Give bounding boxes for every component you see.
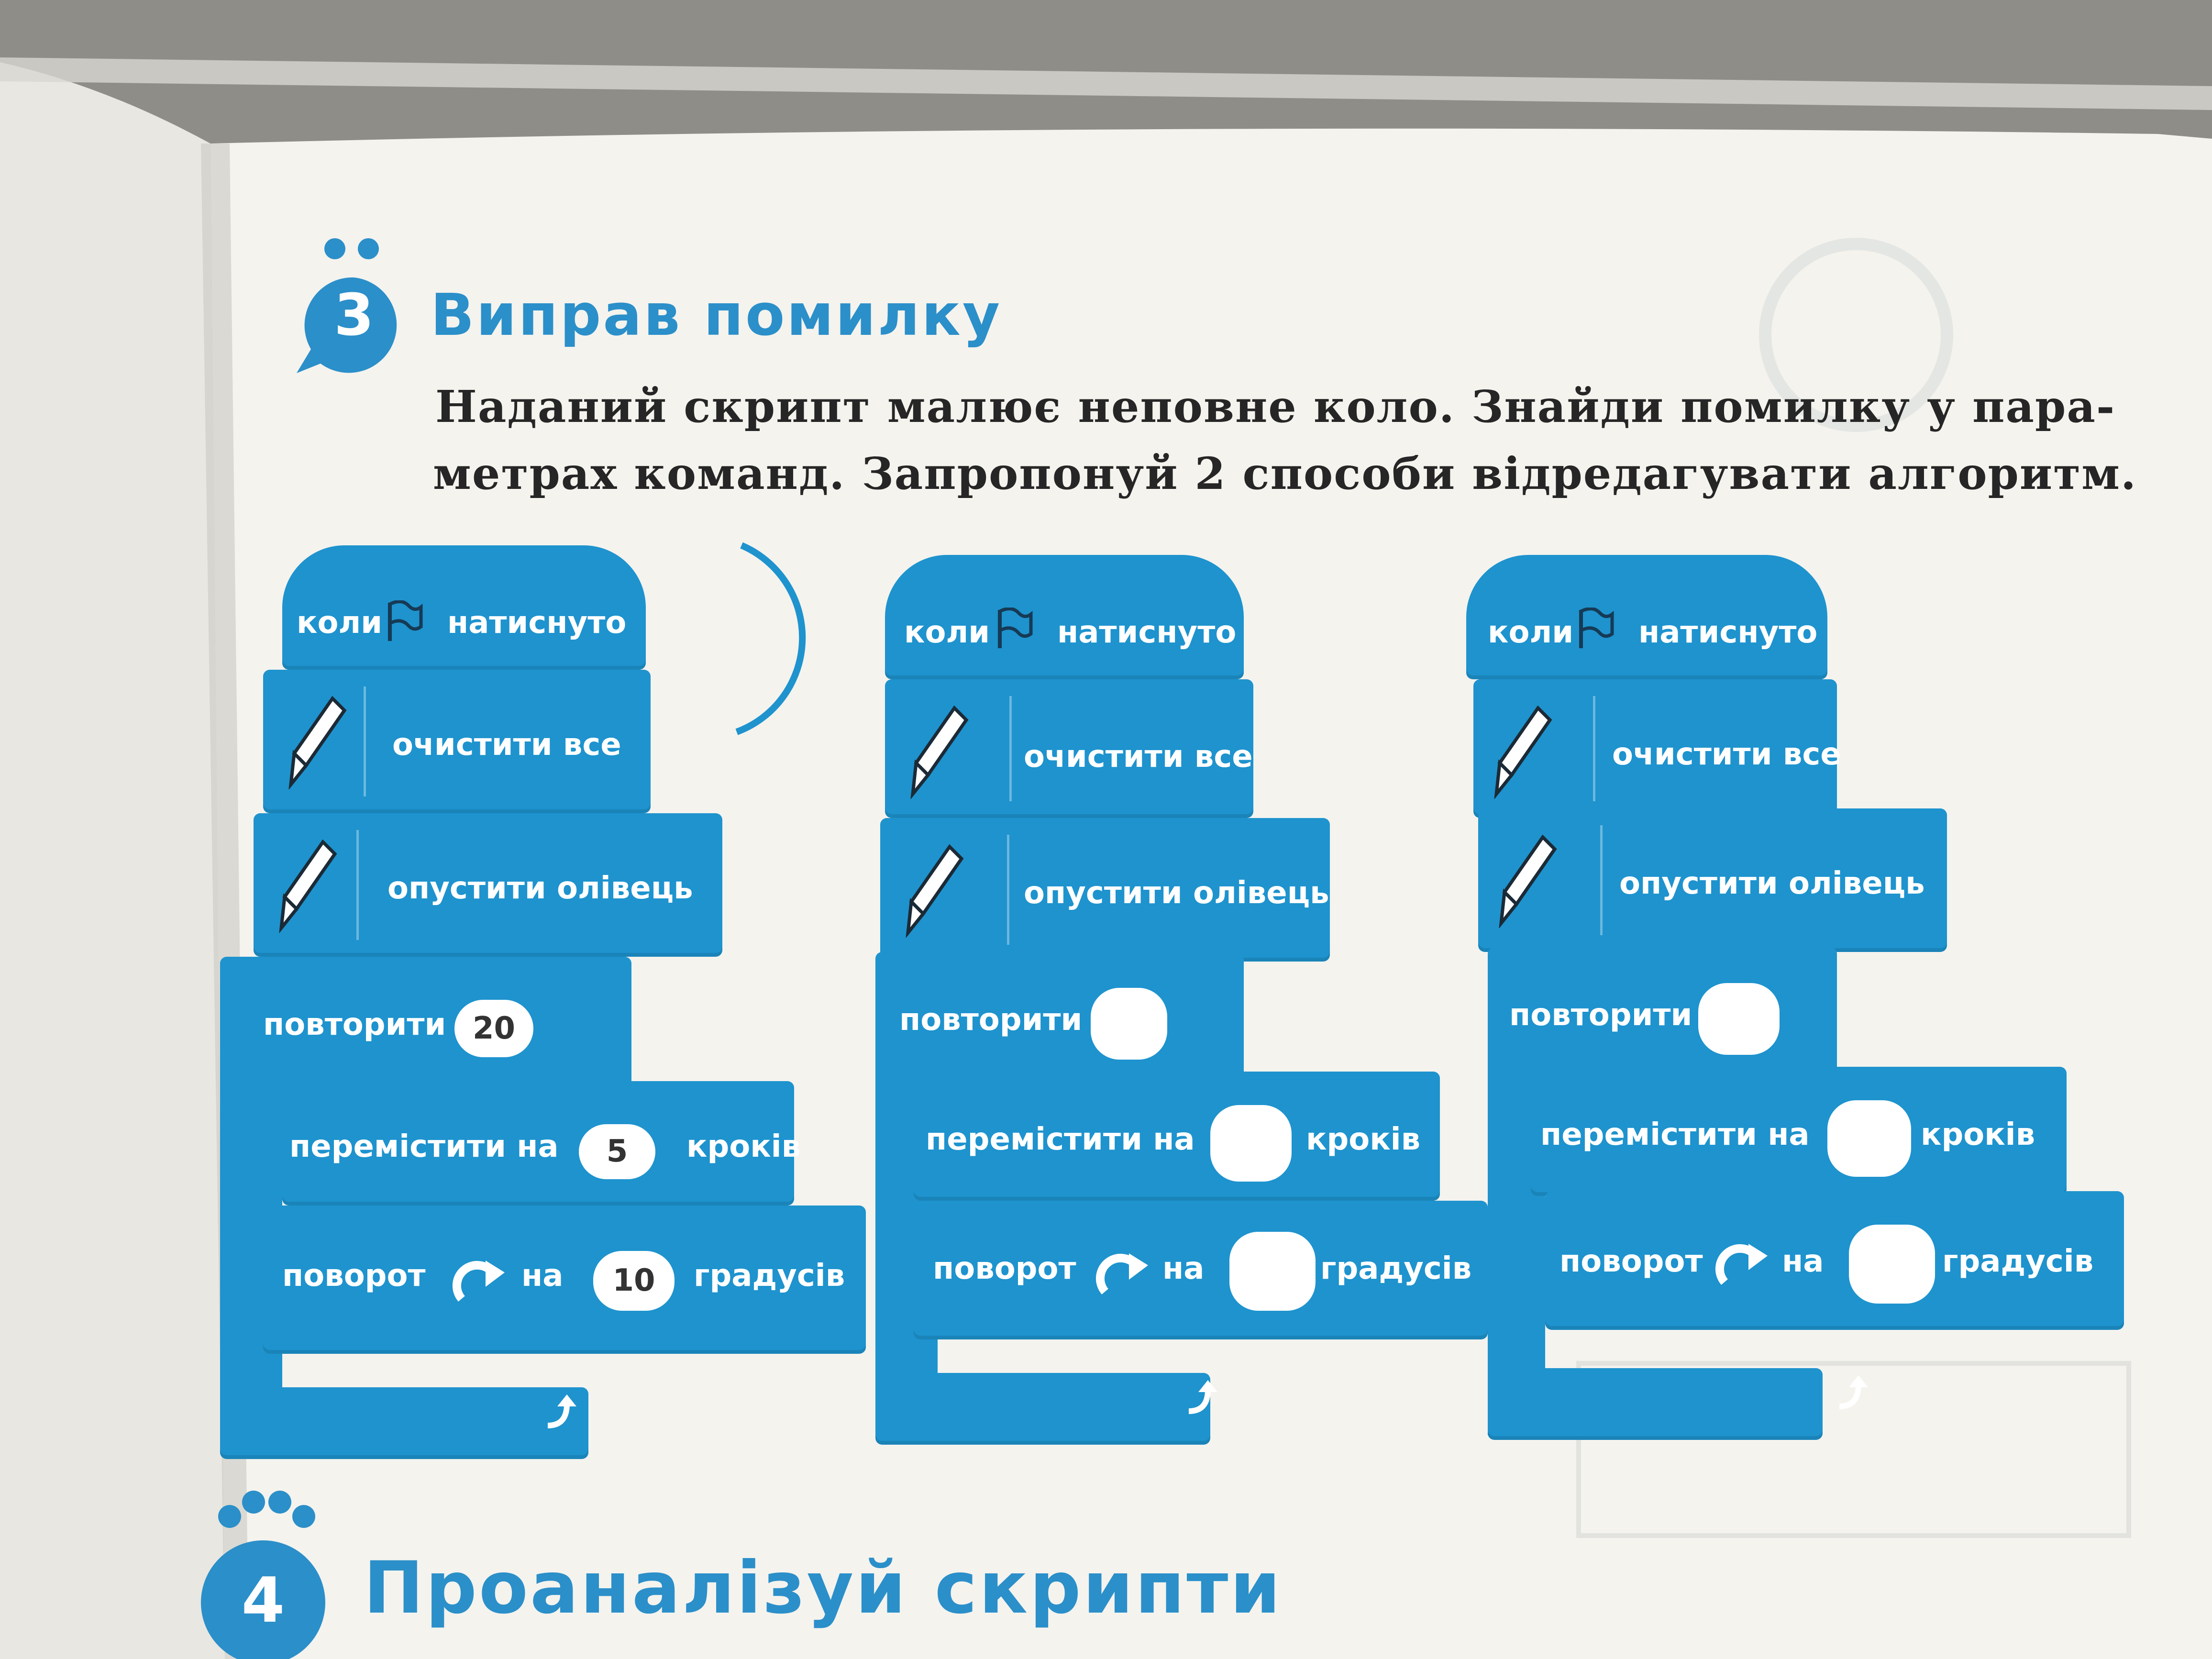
- green-flag-icon: [998, 608, 1033, 648]
- clear-block[interactable]: [263, 670, 651, 813]
- section-4-badge: [201, 1491, 325, 1659]
- hat-block[interactable]: [1466, 555, 1827, 679]
- pen-down-label: опустити олівець: [1024, 875, 1329, 911]
- repeat-block[interactable]: [220, 957, 631, 1100]
- pen-icon: [279, 839, 337, 933]
- task-3-text-line-1: Наданий скрипт малює неповне коло. Знайд…: [435, 381, 2116, 432]
- repeat-block-bottom: [875, 1373, 1210, 1445]
- pen-separator: [364, 686, 366, 796]
- pen-icon: [288, 696, 347, 789]
- hat-label-after: натиснуто: [447, 605, 627, 641]
- repeat-count-input[interactable]: 20: [454, 1000, 533, 1057]
- turn-label-before: поворот: [933, 1251, 1076, 1286]
- repeat-count-input[interactable]: [1698, 983, 1780, 1055]
- section-4-number: 4: [241, 1564, 285, 1637]
- move-label-before: перемістити на: [289, 1129, 559, 1164]
- repeat-label: повторити: [263, 1007, 446, 1042]
- hat-block[interactable]: [885, 555, 1244, 679]
- loop-arrow-icon: [547, 1394, 576, 1428]
- move-steps-input[interactable]: 5: [579, 1124, 655, 1179]
- left-page: [0, 62, 225, 1659]
- repeat-label: повторити: [899, 1002, 1083, 1038]
- move-block[interactable]: [914, 1072, 1440, 1201]
- bleed-through-circle: [1759, 238, 1953, 432]
- repeat-block-bottom: [1488, 1368, 1823, 1440]
- turn-degrees-input[interactable]: [1229, 1232, 1316, 1311]
- turn-block[interactable]: [914, 1201, 1488, 1339]
- pen-icon: [906, 844, 964, 938]
- pen-separator: [1009, 696, 1012, 801]
- pen-separator: [1007, 835, 1009, 945]
- turn-label-before: поворот: [282, 1258, 426, 1294]
- pen-icon: [1499, 834, 1557, 928]
- turn-label-before: поворот: [1559, 1244, 1703, 1279]
- move-label-before: перемістити на: [1540, 1117, 1810, 1152]
- loop-arrow-icon: [1839, 1375, 1868, 1409]
- turn-label-after: градусів: [1320, 1251, 1472, 1286]
- turn-label-after: градусів: [1942, 1244, 2094, 1279]
- green-flag-icon: [388, 600, 423, 641]
- turn-label-middle: на: [1162, 1251, 1205, 1286]
- clear-block[interactable]: [1473, 679, 1837, 818]
- hat-block[interactable]: [282, 545, 646, 670]
- move-label-after: кроків: [686, 1129, 801, 1164]
- pen-separator: [1600, 825, 1603, 935]
- repeat-block-bottom: [220, 1387, 588, 1459]
- turn-block[interactable]: [263, 1206, 866, 1354]
- hat-label-after: натиснуто: [1638, 615, 1818, 650]
- section-3-title: Виправ помилку: [431, 282, 1002, 349]
- script-3: коли натиснуто очистити все опустити олі…: [1454, 512, 2134, 1449]
- loop-arrow-icon: [1188, 1380, 1217, 1414]
- pen-separator: [1593, 696, 1595, 801]
- move-block[interactable]: [282, 1081, 794, 1206]
- turn-right-icon: [1095, 1253, 1148, 1294]
- section-3-number: 3: [334, 282, 374, 349]
- incomplete-circle-drawing: [735, 542, 806, 735]
- repeat-count-input[interactable]: [1091, 988, 1167, 1060]
- pen-separator: [356, 830, 359, 940]
- script-1: коли натиснуто очистити все опустити олі…: [210, 507, 880, 1459]
- turn-right-icon: [1715, 1244, 1768, 1285]
- pen-down-block[interactable]: [254, 813, 722, 957]
- move-steps-input[interactable]: [1210, 1105, 1292, 1182]
- hat-label-after: натиснуто: [1057, 615, 1237, 650]
- hat-label-before: коли: [1488, 615, 1574, 650]
- pen-down-label: опустити олівець: [387, 871, 693, 906]
- move-block[interactable]: [1531, 1067, 2067, 1196]
- turn-label-middle: на: [521, 1258, 564, 1294]
- script-2: коли натиснуто очистити все опустити олі…: [866, 512, 1512, 1449]
- hat-label-before: коли: [904, 615, 990, 650]
- move-label-after: кроків: [1921, 1117, 2035, 1152]
- move-steps-input[interactable]: [1827, 1100, 1911, 1177]
- section-3-badge: [297, 238, 397, 373]
- pen-icon: [1494, 705, 1552, 799]
- clear-label: очистити все: [1024, 739, 1253, 774]
- turn-right-icon: [452, 1261, 505, 1302]
- pen-down-label: опустити олівець: [1619, 866, 1925, 901]
- pen-down-block[interactable]: [1478, 808, 1947, 952]
- turn-label-middle: на: [1782, 1244, 1824, 1279]
- green-flag-icon: [1579, 608, 1614, 648]
- turn-label-after: градусів: [694, 1258, 845, 1294]
- move-label-before: перемістити на: [926, 1122, 1195, 1157]
- repeat-label: повторити: [1509, 997, 1692, 1033]
- turn-degrees-input[interactable]: 10: [593, 1251, 675, 1311]
- clear-label: очистити все: [392, 727, 621, 763]
- pen-icon: [910, 705, 969, 799]
- plastic-sleeve-edge: [0, 57, 2212, 110]
- move-label-after: кроків: [1306, 1122, 1421, 1157]
- clear-label: очистити все: [1612, 737, 1841, 772]
- task-3-text-line-2: метрах команд. Запропонуй 2 способи відр…: [433, 448, 2137, 499]
- turn-block[interactable]: [1545, 1191, 2124, 1330]
- hat-label-before: коли: [297, 605, 383, 641]
- turn-degrees-input[interactable]: [1849, 1225, 1935, 1304]
- pen-down-block[interactable]: [880, 818, 1330, 962]
- bleed-through-frame: [1576, 1361, 2131, 1538]
- section-4-title: Проаналізуй скрипти: [364, 1547, 1283, 1630]
